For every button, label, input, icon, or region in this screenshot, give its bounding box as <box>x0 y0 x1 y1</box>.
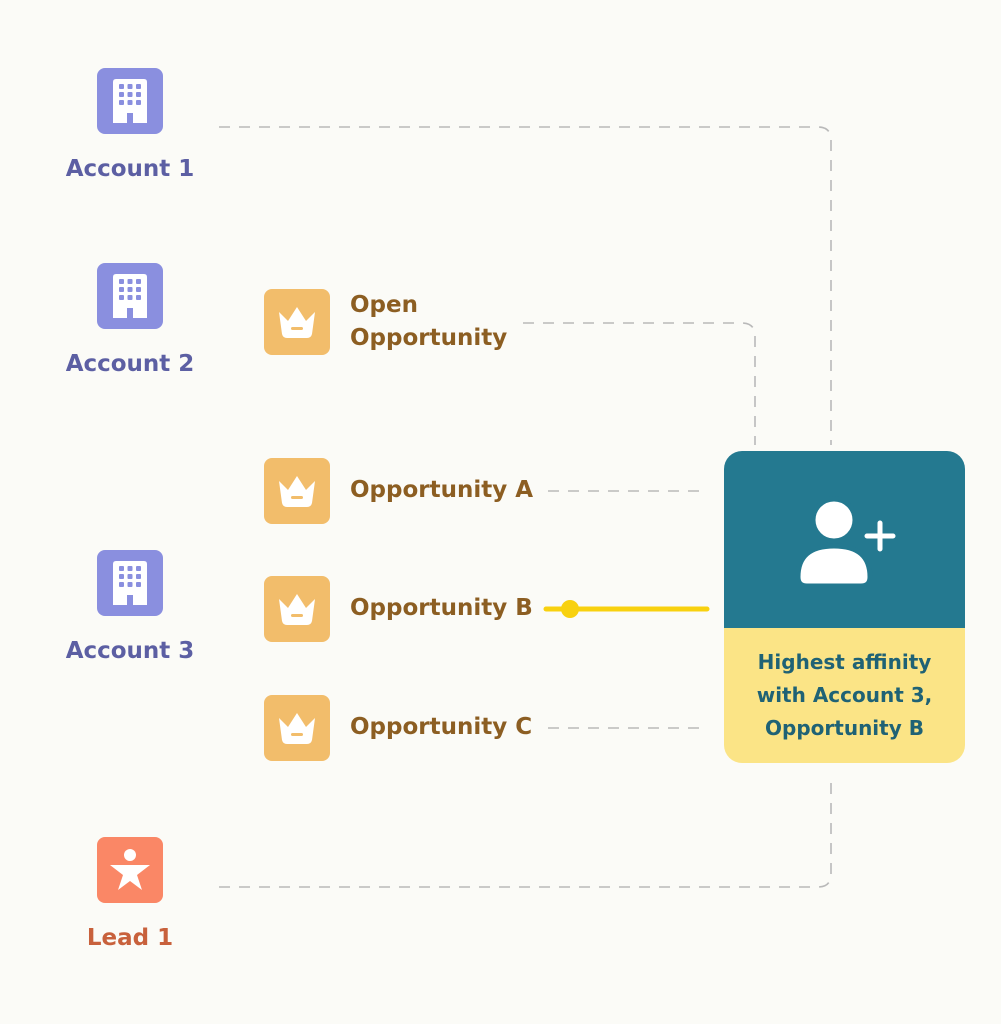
opportunity-c-label: Opportunity C <box>350 714 533 740</box>
building-icon <box>113 561 147 605</box>
opportunity-a-node <box>264 458 330 524</box>
account-1-label: Account 1 <box>65 156 195 182</box>
opportunity-c-node <box>264 695 330 761</box>
match-result-card: Highest affinity with Account 3, Opportu… <box>724 451 965 763</box>
connector-lead-1 <box>219 783 832 888</box>
connector-account-1 <box>219 126 832 445</box>
building-icon <box>113 79 147 123</box>
crown-icon <box>279 713 315 744</box>
opportunity-b-label: Opportunity B <box>350 595 533 621</box>
open-opportunity-label-line-2: Opportunity <box>350 325 508 351</box>
open-opportunity-node <box>264 289 330 355</box>
person-star-icon <box>110 849 150 890</box>
account-2-node <box>97 263 163 329</box>
lead-1-node <box>97 837 163 903</box>
connector-open-opportunity <box>523 322 756 445</box>
building-icon <box>113 274 147 318</box>
account-3-label: Account 3 <box>65 638 195 664</box>
account-2-label: Account 2 <box>65 351 195 377</box>
match-card-header <box>724 451 965 628</box>
opportunity-b-node <box>264 576 330 642</box>
open-opportunity-label: Open Opportunity <box>350 289 507 355</box>
lead-1-label: Lead 1 <box>86 925 174 951</box>
crown-icon <box>279 307 315 338</box>
add-user-icon <box>794 496 895 588</box>
open-opportunity-label-line-1: Open <box>350 292 418 318</box>
account-1-node <box>97 68 163 134</box>
match-card-text: Highest affinity with Account 3, Opportu… <box>724 628 965 763</box>
highlight-dot <box>561 600 579 618</box>
crown-icon <box>279 476 315 507</box>
crown-icon <box>279 594 315 625</box>
account-3-node <box>97 550 163 616</box>
opportunity-a-label: Opportunity A <box>350 477 534 503</box>
